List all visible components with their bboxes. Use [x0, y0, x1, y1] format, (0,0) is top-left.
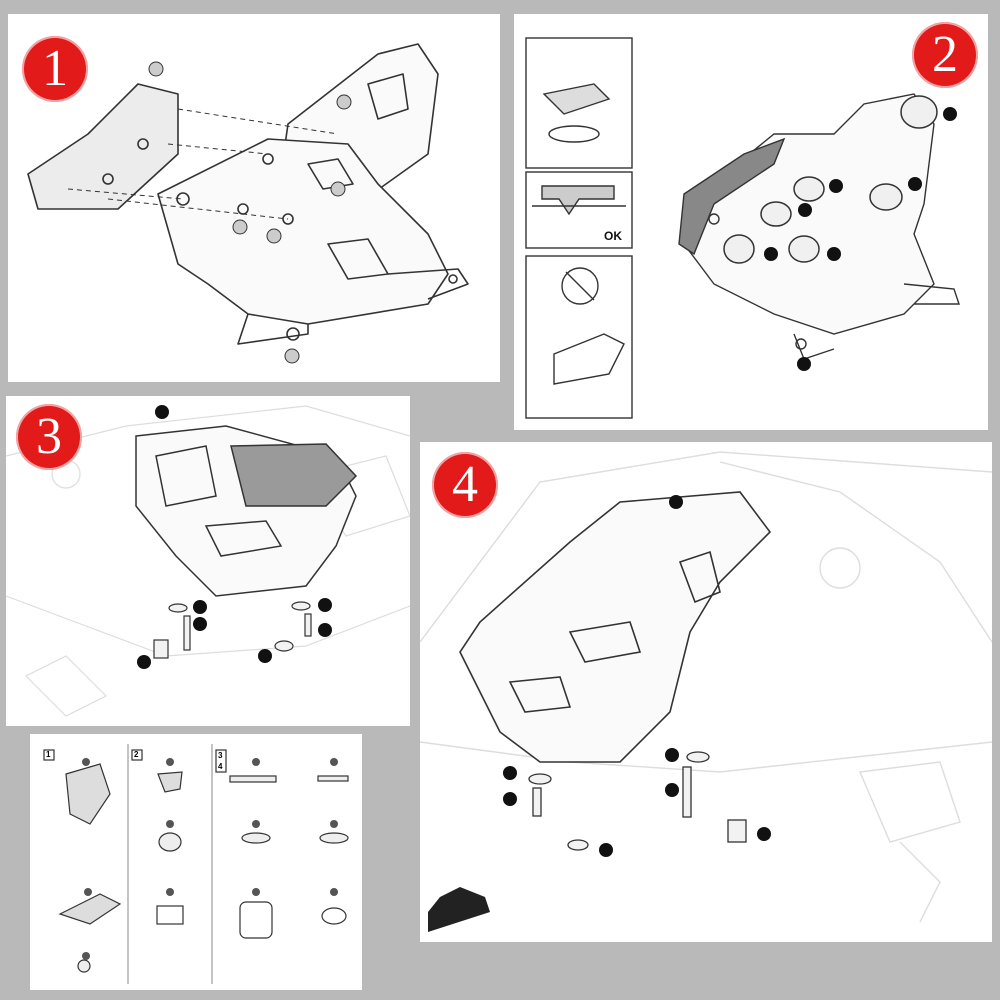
- bumper-6: [900, 95, 938, 129]
- step-1-panel: 1: [8, 14, 500, 382]
- step-2-panel: 2 OK: [514, 14, 988, 430]
- step-4-badge: 4: [432, 452, 498, 518]
- parts-legend-illustration: [43, 744, 349, 984]
- parts-legend-panel: 1 2 3 4: [30, 734, 362, 990]
- step-1-badge: 1: [22, 36, 88, 102]
- step-3-badge: 3: [16, 404, 82, 470]
- legend-group-1-label: 1: [46, 750, 51, 759]
- step-4-illustration: [420, 451, 992, 932]
- step-2-illustration: [525, 37, 960, 419]
- step-3-panel: 3: [6, 396, 410, 726]
- legend-group-3-label: 3 4: [218, 751, 223, 771]
- callout-2: [148, 61, 164, 77]
- ok-label: OK: [604, 229, 622, 243]
- step-1-illustration: [27, 43, 469, 364]
- step-4-panel: 4: [420, 442, 992, 942]
- legend-group-2-label: 2: [134, 750, 139, 759]
- step-2-badge: 2: [912, 22, 978, 88]
